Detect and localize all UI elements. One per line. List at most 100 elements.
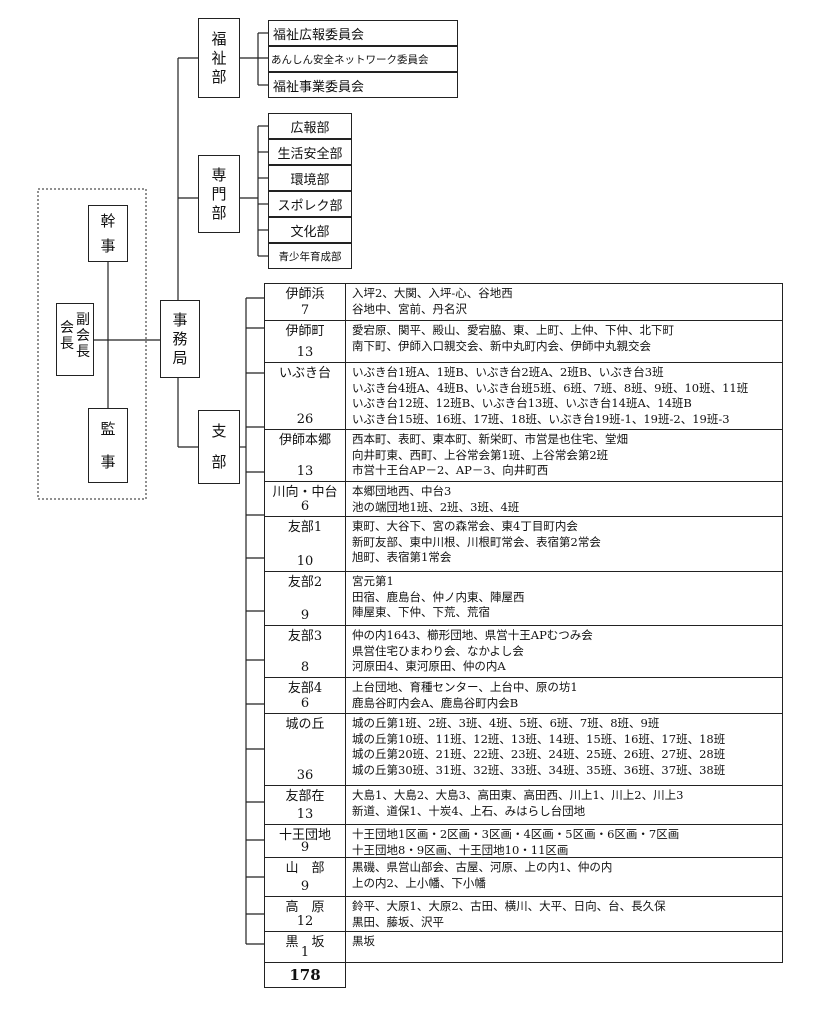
department-box: スポレク部 [268,191,352,217]
area-line: 上の内2、上小幡、下小幡 [352,875,486,890]
district-areas-cell: いぶき台1班A、1班B、いぶき台2班A、2班B、いぶき台3班いぶき台4班A、4班… [345,362,783,430]
district-areas-cell: 入坪2、大関、入坪-心、谷地西谷地中、宮前、丹名沢 [345,283,783,321]
area-line: 愛宕原、関平、殿山、愛宕脇、東、上町、上仲、下仲、北下町 [352,323,674,337]
district-name: 城の丘 [285,717,325,732]
district-areas: 鈴平、大原1、大原2、古田、横川、大平、日向、台、長久保黒田、藤坂、沢平 [352,899,780,930]
area-line: 南下町、伊師入口親交会、新中丸町内会、伊師中丸親交会 [352,338,651,353]
department-box: 文化部 [268,217,352,243]
district-count: 9 [300,608,310,623]
area-line: いぶき台4班A、4班B、いぶき台班5班、6班、7班、8班、9班、10班、11班 [352,380,749,395]
district-areas-cell: 愛宕原、関平、殿山、愛宕脇、東、上町、上仲、下仲、北下町南下町、伊師入口親交会、… [345,320,783,363]
area-line: 谷地中、宮前、丹名沢 [352,301,467,316]
district-count: 13 [296,807,314,822]
committee-box: あんしん安全ネットワーク委員会 [268,46,458,72]
area-line: 黒田、藤坂、沢平 [352,914,444,929]
district-name-cell: いぶき台 26 [264,362,346,430]
district-count: 9 [300,879,310,894]
department-box: 環境部 [268,165,352,191]
area-line: 十王団地1区画・2区画・3区画・4区画・5区画・6区画・7区画 [352,827,680,841]
kanji-box: 幹 事 [88,205,128,262]
district-count: 8 [300,660,310,675]
district-areas: 西本町、表町、東本町、新栄町、市営是也住宅、堂畑向井町東、西町、上谷常会第1班、… [352,432,780,479]
district-count: 13 [296,464,314,479]
department-box: 青少年育成部 [268,243,352,269]
district-name: 友部1 [287,520,323,535]
area-line: 西本町、表町、東本町、新栄町、市営是也住宅、堂畑 [352,432,628,446]
area-line: 黒磯、県営山部会、古屋、河原、上の内1、仲の内 [352,860,613,874]
district-areas: 十王団地1区画・2区画・3区画・4区画・5区画・6区画・7区画十王団地8・9区画… [352,827,780,858]
district-count: 9 [300,840,310,855]
district-areas: 黒磯、県営山部会、古屋、河原、上の内1、仲の内上の内2、上小幡、下小幡 [352,860,780,891]
area-line: いぶき台12班、12班B、いぶき台13班、いぶき台14班A、14班B [352,396,692,410]
area-line: 旭町、表宿第1常会 [352,550,452,564]
area-line: 県営住宅ひまわり会、なかよし会 [352,643,524,658]
district-name: いぶき台 [278,366,331,381]
district-name-cell: 友部1 10 [264,516,346,572]
district-areas-cell: 十王団地1区画・2区画・3区画・4区画・5区画・6区画・7区画十王団地8・9区画… [345,824,783,858]
district-total: 178 [264,962,346,988]
area-line: 本郷団地西、中台3 [352,484,452,498]
area-line: 十王団地8・9区画、十王団地10・11区画 [352,842,569,857]
area-line: 新道、道保1、十炭4、上石、みはらし台団地 [352,803,586,818]
area-line: 鹿島谷町内会A、鹿島谷町内会B [352,695,519,710]
district-areas: 愛宕原、関平、殿山、愛宕脇、東、上町、上仲、下仲、北下町南下町、伊師入口親交会、… [352,323,780,354]
department-box: 生活安全部 [268,139,352,165]
specialist-department-box: 専 門 部 [198,155,240,233]
district-name: 友部4 [287,681,323,696]
district-name: 伊師本郷 [278,433,331,448]
district-name: 友部3 [287,629,323,644]
district-name: 伊師浜 [285,287,325,302]
district-name-cell: 城の丘 36 [264,713,346,786]
area-line: 黒坂 [352,934,375,948]
welfare-department-box: 福 祉 部 [198,18,240,98]
area-line: 城の丘第10班、11班、12班、13班、14班、15班、16班、17班、18班 [352,731,726,746]
district-count: 36 [296,768,314,783]
district-name-cell: 伊師本郷 13 [264,429,346,482]
area-line: 城の丘第30班、31班、32班、33班、34班、35班、36班、37班、38班 [352,762,726,777]
area-line: 陣屋東、下仲、下荒、荒宿 [352,605,490,619]
district-areas-cell: 西本町、表町、東本町、新栄町、市営是也住宅、堂畑向井町東、西町、上谷常会第1班、… [345,429,783,482]
district-count: 26 [296,412,314,427]
district-areas: 入坪2、大関、入坪-心、谷地西谷地中、宮前、丹名沢 [352,286,780,317]
district-name: 川向・中台 [272,485,338,500]
district-areas: 仲の内1643、櫛形団地、県営十王APむつみ会県営住宅ひまわり会、なかよし会河原… [352,628,780,675]
district-name: 伊師町 [285,324,325,339]
area-line: 市営十王台AP－2、AP－3、向井町西 [352,463,549,477]
president-label: 会 長 [60,320,74,352]
district-name-cell: 友部3 8 [264,625,346,678]
district-count: 7 [300,303,310,318]
branch-box: 支 部 [198,410,240,484]
district-areas-cell: 仲の内1643、櫛形団地、県営十王APむつみ会県営住宅ひまわり会、なかよし会河原… [345,625,783,678]
area-line: 田宿、鹿島台、仲ノ内東、陣屋西 [352,589,525,604]
area-line: 宮元第1 [352,574,394,588]
district-count: 12 [296,914,314,929]
district-count: 10 [296,554,314,569]
area-line: 大島1、大島2、大島3、高田東、高田西、川上1、川上2、川上3 [352,788,684,802]
area-line: 池の端団地1班、2班、3班、4班 [352,499,520,514]
district-count: 1 [300,945,310,960]
officers-dashed-frame [37,188,147,500]
district-count: 6 [300,696,310,711]
district-name-cell: 伊師町 13 [264,320,346,363]
area-line: 上台団地、育種センター、上台中、原の坊1 [352,680,578,694]
committee-box: 福祉事業委員会 [268,72,458,98]
district-count: 6 [300,499,310,514]
area-line: 鈴平、大原1、大原2、古田、横川、大平、日向、台、長久保 [352,899,666,913]
district-areas-cell: 城の丘第1班、2班、3班、4班、5班、6班、7班、8班、9班城の丘第10班、11… [345,713,783,786]
district-count: 13 [296,345,314,360]
district-name: 黒 坂 [285,935,325,950]
district-areas: 黒坂 [352,934,780,950]
area-line: 城の丘第1班、2班、3班、4班、5班、6班、7班、8班、9班 [352,716,660,730]
district-areas: 東町、大谷下、宮の森常会、東4丁目町内会新町友部、東中川根、川根町常会、表宿第2… [352,519,780,566]
